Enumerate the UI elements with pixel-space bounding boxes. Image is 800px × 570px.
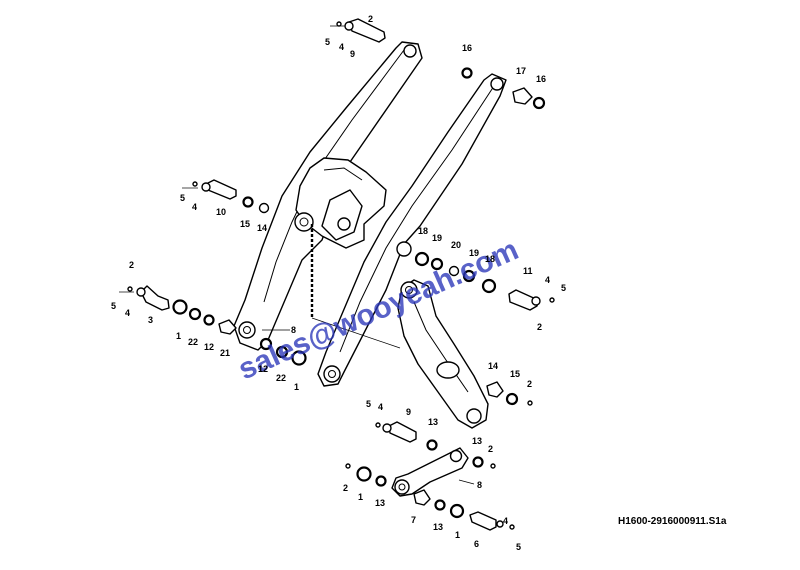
callout-label: 1 xyxy=(176,331,181,341)
callout-label: 9 xyxy=(406,407,411,417)
callout-label: 2 xyxy=(537,322,542,332)
callout-label: 18 xyxy=(485,254,495,264)
callout-label: 12 xyxy=(204,342,214,352)
callout-label: 2 xyxy=(488,444,493,454)
callout-label: 9 xyxy=(350,49,355,59)
callout-label: 20 xyxy=(451,240,461,250)
callout-label: 19 xyxy=(469,248,479,258)
callout-label: 22 xyxy=(276,373,286,383)
callout-label: 17 xyxy=(516,66,526,76)
callout-label: 21 xyxy=(220,348,230,358)
callout-label: 19 xyxy=(432,233,442,243)
callout-label: 13 xyxy=(428,417,438,427)
callout-label: 4 xyxy=(339,42,344,52)
callout-label: 4 xyxy=(192,202,197,212)
callout-label: 1 xyxy=(455,530,460,540)
callout-label: 2 xyxy=(343,483,348,493)
callout-label: 5 xyxy=(561,283,566,293)
tilt-link xyxy=(391,447,469,497)
callout-label: 5 xyxy=(516,542,521,552)
callout-label: 1 xyxy=(358,492,363,502)
callout-label: 10 xyxy=(216,207,226,217)
callout-label: 2 xyxy=(368,14,373,24)
callout-label: 13 xyxy=(433,522,443,532)
callout-label: 16 xyxy=(536,74,546,84)
hardware xyxy=(127,18,555,531)
callout-label: 5 xyxy=(325,37,330,47)
bell-crank xyxy=(397,279,489,429)
callout-label: 4 xyxy=(378,402,383,412)
callout-label: 8 xyxy=(291,325,296,335)
callout-labels: 2 5 4 9 16 17 16 5 4 10 15 14 18 19 20 1… xyxy=(111,14,566,552)
cross-tube xyxy=(294,157,387,249)
callout-label: 4 xyxy=(125,308,130,318)
callout-label: 4 xyxy=(503,516,508,526)
callout-label: 4 xyxy=(545,275,550,285)
callout-label: 12 xyxy=(258,364,268,374)
callout-label: 5 xyxy=(180,193,185,203)
callout-label: 6 xyxy=(474,539,479,549)
callout-label: 14 xyxy=(488,361,498,371)
callout-label: 5 xyxy=(111,301,116,311)
drawing-code: H1600-2916000911.S1a xyxy=(618,516,727,527)
callout-label: 13 xyxy=(472,436,482,446)
callout-label: 1 xyxy=(294,382,299,392)
callout-label: 18 xyxy=(418,226,428,236)
callout-label: 13 xyxy=(375,498,385,508)
callout-label: 11 xyxy=(523,266,533,276)
callout-label: 3 xyxy=(148,315,153,325)
callout-label: 5 xyxy=(366,399,371,409)
callout-label: 7 xyxy=(411,515,416,525)
callout-label: 15 xyxy=(510,369,520,379)
callout-label: 22 xyxy=(188,337,198,347)
callout-label: 15 xyxy=(240,219,250,229)
callout-label: 14 xyxy=(257,223,267,233)
callout-label: 2 xyxy=(129,260,134,270)
right-lift-arm xyxy=(317,73,507,387)
callout-label: 2 xyxy=(527,379,532,389)
callout-label: 8 xyxy=(477,480,482,490)
callout-label: 16 xyxy=(462,43,472,53)
